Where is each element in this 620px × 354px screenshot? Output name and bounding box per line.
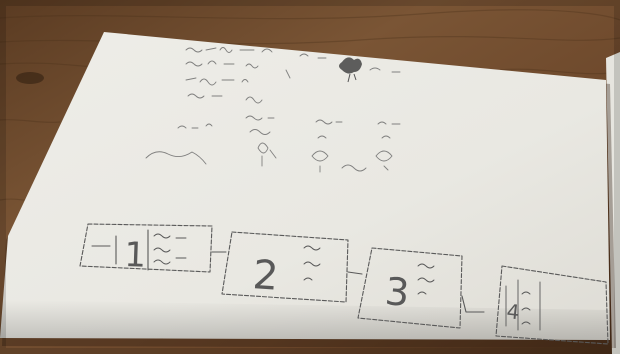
frame-3-number: 3 — [383, 269, 411, 315]
wood-knot — [16, 72, 44, 84]
paper-sheet — [0, 32, 610, 340]
frame-4-number: 4 — [505, 299, 520, 324]
frame-1-number: 1 — [124, 235, 147, 276]
frame-2-number: 2 — [251, 252, 280, 300]
